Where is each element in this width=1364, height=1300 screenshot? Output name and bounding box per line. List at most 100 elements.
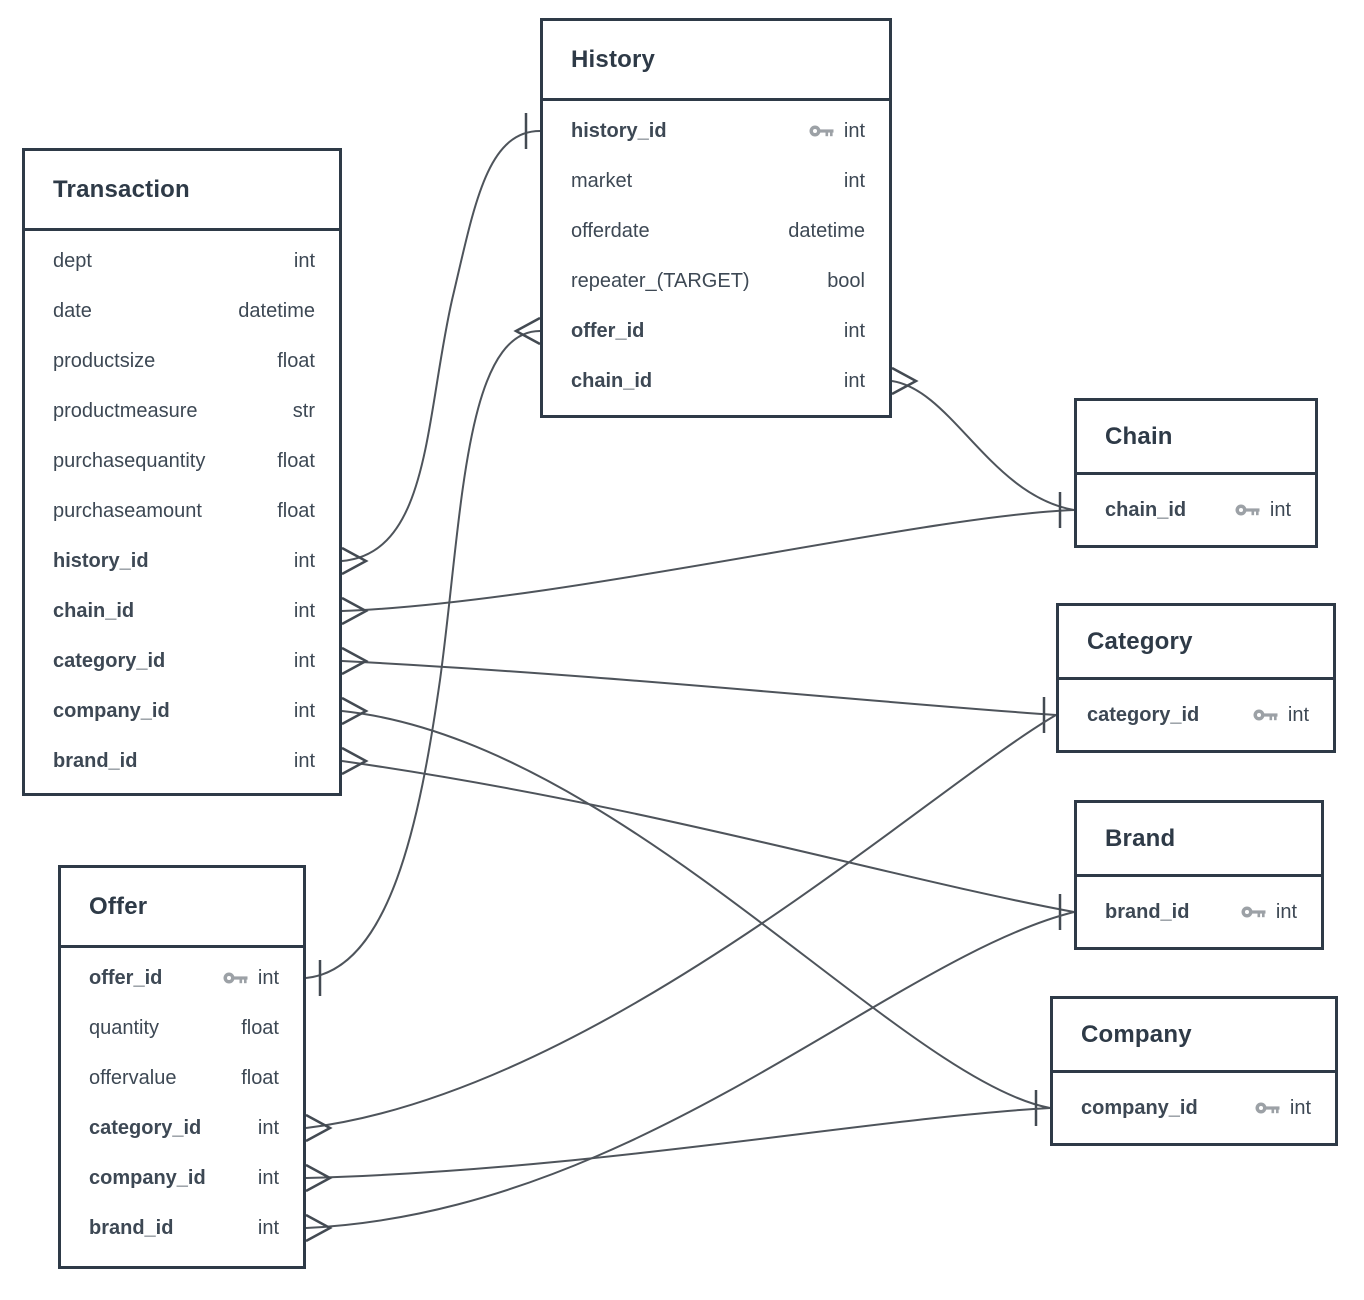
field-name: history_id xyxy=(571,119,667,142)
many-marker xyxy=(341,696,369,726)
key-icon xyxy=(223,972,248,984)
field-name: company_id xyxy=(1081,1096,1198,1119)
field-name: company_id xyxy=(53,699,170,722)
field-type: datetime xyxy=(788,219,865,242)
entity-table-category: Category category_id int xyxy=(1056,603,1336,753)
field-type: int xyxy=(843,169,865,192)
field-row: purchaseamount float xyxy=(25,486,339,536)
field-type: int xyxy=(843,369,865,392)
field-type: int xyxy=(293,749,315,772)
field-type: int xyxy=(257,1166,279,1189)
field-row: market int xyxy=(543,156,889,206)
connector-line xyxy=(341,760,1075,913)
field-name: brand_id xyxy=(53,749,138,772)
table-fields: history_id int market int offerdate dateti… xyxy=(543,101,889,411)
entity-table-company: Company company_id int xyxy=(1050,996,1338,1146)
field-type: int xyxy=(843,119,865,142)
field-type: int xyxy=(293,249,315,272)
field-name: chain_id xyxy=(53,599,135,622)
field-row: repeater_(TARGET)bool xyxy=(543,256,889,306)
table-fields: chain_id int xyxy=(1077,475,1315,545)
field-row: brand_id int xyxy=(1077,887,1321,937)
key-icon xyxy=(1241,906,1266,918)
field-type: int xyxy=(1275,900,1297,923)
key-icon xyxy=(1235,504,1260,516)
field-type: float xyxy=(241,1016,279,1039)
connector-line xyxy=(891,380,1075,511)
field-name: category_id xyxy=(1087,703,1200,726)
connector-line xyxy=(341,509,1075,612)
field-name: chain_id xyxy=(571,369,653,392)
connector-line xyxy=(341,660,1057,716)
field-type: int xyxy=(1289,1096,1311,1119)
many-marker xyxy=(341,546,369,576)
relation-transaction-history xyxy=(341,113,541,576)
table-title: Category xyxy=(1059,606,1333,680)
field-type: int xyxy=(843,319,865,342)
field-name: productsize xyxy=(53,349,156,372)
table-fields: offer_id int quantity float offervalue flo… xyxy=(61,948,303,1258)
field-row: company_id int xyxy=(25,686,339,736)
table-title: Transaction xyxy=(25,151,339,231)
field-name: purchaseamount xyxy=(53,499,202,522)
relation-transaction-company xyxy=(341,696,1051,1126)
field-name: offerdate xyxy=(571,219,650,242)
table-fields: company_id int xyxy=(1053,1073,1335,1143)
table-title: Brand xyxy=(1077,803,1321,877)
field-name: offervalue xyxy=(89,1066,177,1089)
field-type: str xyxy=(292,399,315,422)
field-name: quantity xyxy=(89,1016,160,1039)
table-title: History xyxy=(543,21,889,101)
field-name: purchasequantity xyxy=(53,449,206,472)
relation-offer-category xyxy=(305,714,1057,1143)
field-type: float xyxy=(277,349,315,372)
relation-history-chain xyxy=(891,366,1075,528)
entity-table-brand: Brand brand_id int xyxy=(1074,800,1324,950)
relation-transaction-category xyxy=(341,646,1057,733)
field-type: int xyxy=(1287,703,1309,726)
field-row: brand_id int xyxy=(25,736,339,786)
key-icon xyxy=(1255,1102,1280,1114)
table-title: Company xyxy=(1053,999,1335,1073)
field-name: market xyxy=(571,169,633,192)
field-type: float xyxy=(277,449,315,472)
connector-line xyxy=(341,710,1051,1109)
field-row: history_id int xyxy=(543,106,889,156)
field-name: brand_id xyxy=(1105,900,1190,923)
field-type: int xyxy=(293,599,315,622)
many-marker xyxy=(513,316,541,346)
key-icon xyxy=(809,125,834,137)
field-row: productsize float xyxy=(25,336,339,386)
field-name: offer_id xyxy=(89,966,163,989)
connector-line xyxy=(305,911,1075,1229)
many-marker xyxy=(341,746,369,776)
field-type: int xyxy=(293,649,315,672)
many-marker xyxy=(891,366,919,396)
field-type: int xyxy=(257,966,279,989)
many-marker xyxy=(305,1163,333,1193)
many-marker xyxy=(305,1113,333,1143)
connector-line xyxy=(305,330,541,979)
field-type: int xyxy=(293,699,315,722)
field-row: offerdate datetime xyxy=(543,206,889,256)
table-fields: brand_id int xyxy=(1077,877,1321,947)
relation-history-offer xyxy=(305,316,541,996)
many-marker xyxy=(341,596,369,626)
key-icon xyxy=(1253,709,1278,721)
field-name: brand_id xyxy=(89,1216,174,1239)
table-title: Chain xyxy=(1077,401,1315,475)
many-marker xyxy=(305,1213,333,1243)
field-type: float xyxy=(277,499,315,522)
field-type: float xyxy=(241,1066,279,1089)
field-type: datetime xyxy=(238,299,315,322)
field-type: int xyxy=(257,1216,279,1239)
field-name: offer_id xyxy=(571,319,645,342)
field-name: productmeasure xyxy=(53,399,198,422)
field-type: bool xyxy=(827,269,865,292)
field-row: offer_id int xyxy=(61,953,303,1003)
field-name: chain_id xyxy=(1105,498,1187,521)
